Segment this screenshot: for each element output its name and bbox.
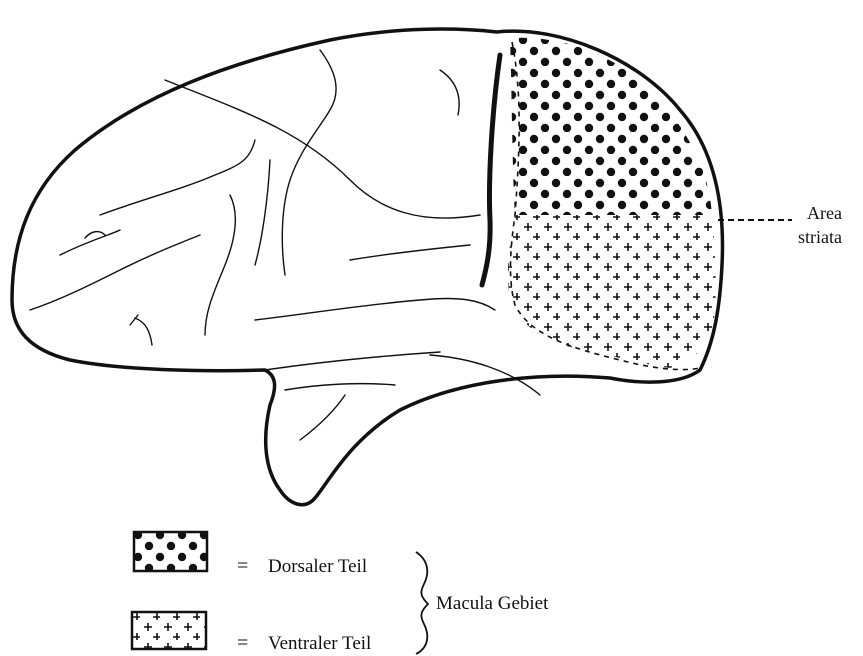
legend-group-label: Macula Gebiet [436, 593, 549, 614]
sulci [30, 50, 540, 440]
legend-dorsal-label: Dorsaler Teil [268, 556, 367, 577]
area-striata-label-line2: striata [798, 227, 842, 247]
legend-ventral-equals: = [237, 632, 248, 654]
legend-ventral-label: Ventraler Teil [268, 633, 371, 654]
legend-ventral-swatch [132, 612, 206, 649]
legend-brace [416, 552, 428, 654]
lunate-sulcus [482, 55, 500, 285]
ventral-region-fill [500, 210, 730, 380]
legend: = Dorsaler Teil = Ventraler Teil Macula … [132, 532, 549, 654]
legend-dorsal-equals: = [237, 555, 248, 577]
legend-dorsal-swatch [134, 532, 207, 571]
area-striata-label-line1: Area [807, 203, 842, 223]
